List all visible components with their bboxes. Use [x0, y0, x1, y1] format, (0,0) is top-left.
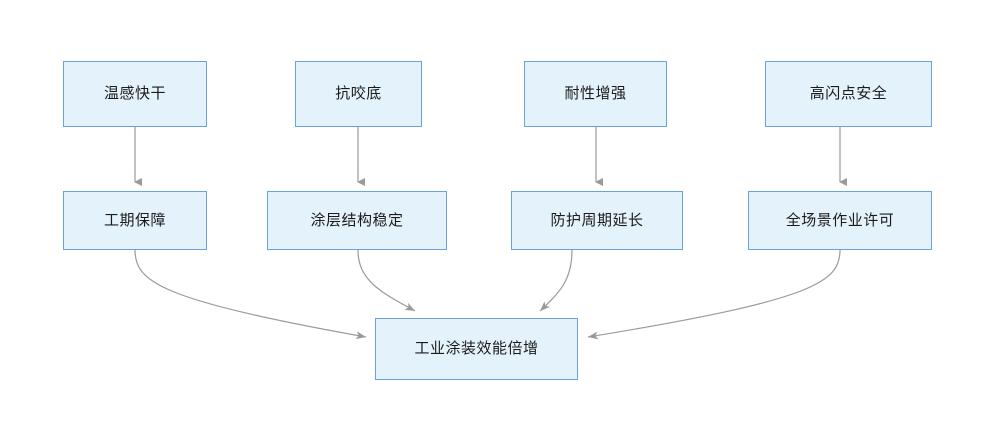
- node-label: 防护周期延长: [550, 211, 644, 229]
- node-label: 工业涂装效能倍增: [414, 340, 539, 357]
- edge-b2-o1: [357, 249, 416, 312]
- node-label: 工期保障: [103, 211, 166, 229]
- node-feature-3[interactable]: 耐性增强: [524, 61, 667, 127]
- node-label: 抗咬底: [335, 85, 382, 102]
- node-label: 涂层结构稳定: [310, 211, 404, 229]
- node-label: 高闪点安全: [809, 85, 888, 102]
- edge-b1-o1: [134, 249, 367, 340]
- node-benefit-1[interactable]: 工期保障: [63, 191, 207, 250]
- node-feature-1[interactable]: 温感快干: [63, 61, 207, 127]
- node-benefit-4[interactable]: 全场景作业许可: [748, 191, 932, 250]
- node-label: 温感快干: [103, 85, 166, 102]
- node-label: 全场景作业许可: [785, 211, 895, 229]
- node-outcome[interactable]: 工业涂装效能倍增: [375, 318, 578, 380]
- node-feature-2[interactable]: 抗咬底: [295, 61, 422, 127]
- node-label: 耐性增强: [564, 85, 627, 102]
- edge-b3-o1: [539, 249, 573, 312]
- node-benefit-2[interactable]: 涂层结构稳定: [267, 191, 447, 250]
- node-feature-4[interactable]: 高闪点安全: [765, 61, 932, 127]
- edge-b4-o1: [587, 249, 841, 340]
- node-benefit-3[interactable]: 防护周期延长: [511, 191, 683, 250]
